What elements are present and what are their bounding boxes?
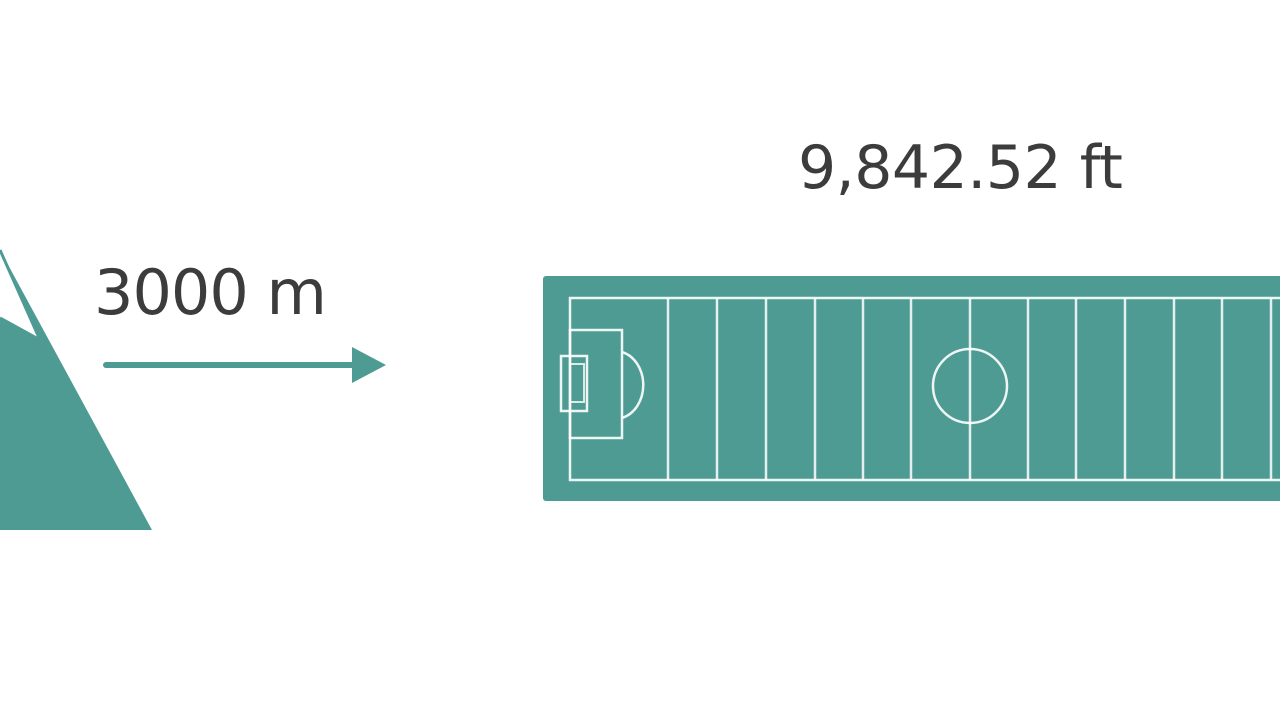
mountain-icon bbox=[0, 249, 152, 530]
soccer-field-icon bbox=[543, 276, 1280, 501]
meters-label: 3000 m bbox=[94, 256, 327, 329]
feet-label: 9,842.52 ft bbox=[798, 133, 1123, 203]
arrow-right-icon bbox=[103, 347, 386, 383]
